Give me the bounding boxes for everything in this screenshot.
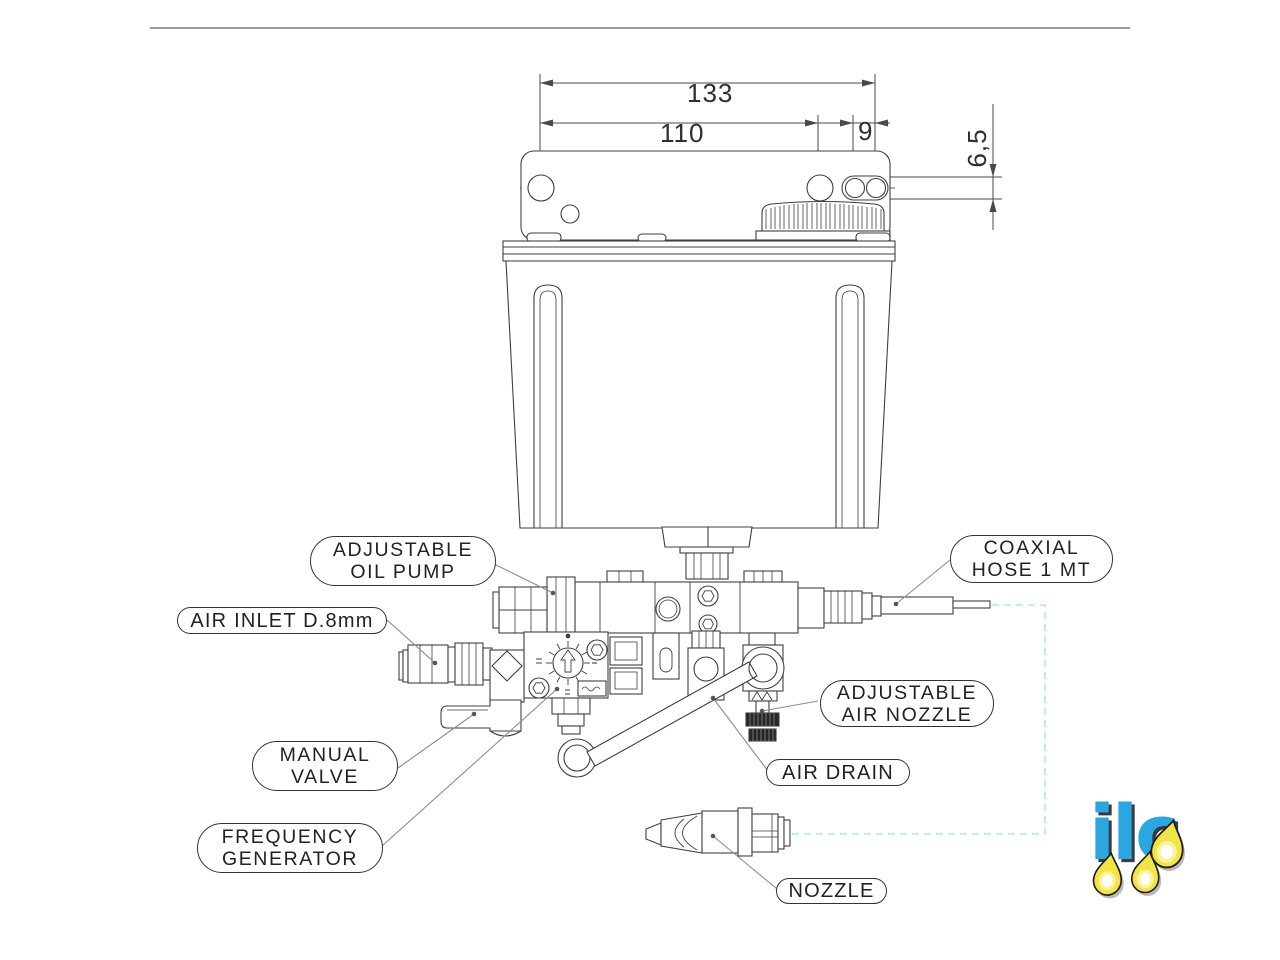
mount-hole-left [527,174,555,202]
callout-label: ADJUSTABLE [332,539,474,561]
callout-coaxial-hose: COAXIAL HOSE 1 MT [950,535,1113,583]
oil-drop-middle [1130,850,1162,896]
dim-hole-spacing: 110 [660,118,704,148]
callout-label: AIR NOZZLE [841,703,973,726]
callout-adjustable-air-nozzle: ADJUSTABLE AIR NOZZLE [820,680,994,727]
tank-flange [502,232,896,262]
dim-overall-width: 133 [687,78,733,108]
callout-label: NOZZLE [788,880,875,902]
callout-frequency-generator: FREQUENCY GENERATOR [197,823,383,873]
filler-cap [755,200,891,246]
dim-slot-height: 6,5 [962,128,992,167]
oil-drop-large [1150,818,1185,871]
air-drain-fitting [687,630,725,701]
ilc-logo: ilc ilc [1089,788,1185,899]
callout-label: HOSE 1 MT [971,559,1092,581]
callout-label: OIL PUMP [350,561,456,583]
callout-manual-valve: MANUAL VALVE [252,741,398,791]
dial-arrow-icon [560,649,576,673]
hose-route-guide [792,604,1046,835]
callout-adjustable-oil-pump: ADJUSTABLE OIL PUMP [310,536,496,586]
callout-label: MANUAL [279,744,371,766]
air-nozzle-branch [741,632,785,742]
leader-lines [381,559,951,890]
spray-nozzle [645,807,791,857]
oil-drop-small [1092,851,1124,899]
mount-hole-right [806,174,834,202]
small-hole [560,204,580,224]
adjustable-oil-pump [492,570,882,636]
callout-label: GENERATOR [221,848,359,870]
air-inlet-fitting [398,642,525,703]
dim-slot-offset: 9 [858,116,873,146]
callout-label: ADJUSTABLE [836,681,978,704]
tank-outlet-stem [661,526,753,580]
callout-label: VALVE [291,766,359,788]
oil-tube [557,653,778,778]
frequency-generator [523,631,680,735]
callout-air-drain: AIR DRAIN [766,759,910,786]
callout-label: FREQUENCY [221,826,359,848]
callout-nozzle: NOZZLE [776,878,887,904]
manual-valve [440,699,522,737]
oil-tank [505,260,893,529]
callout-label: COAXIAL [983,537,1080,559]
callout-label: AIR INLET D.8mm [190,609,374,632]
callout-label: AIR DRAIN [782,761,894,784]
callout-air-inlet: AIR INLET D.8mm [177,607,387,634]
